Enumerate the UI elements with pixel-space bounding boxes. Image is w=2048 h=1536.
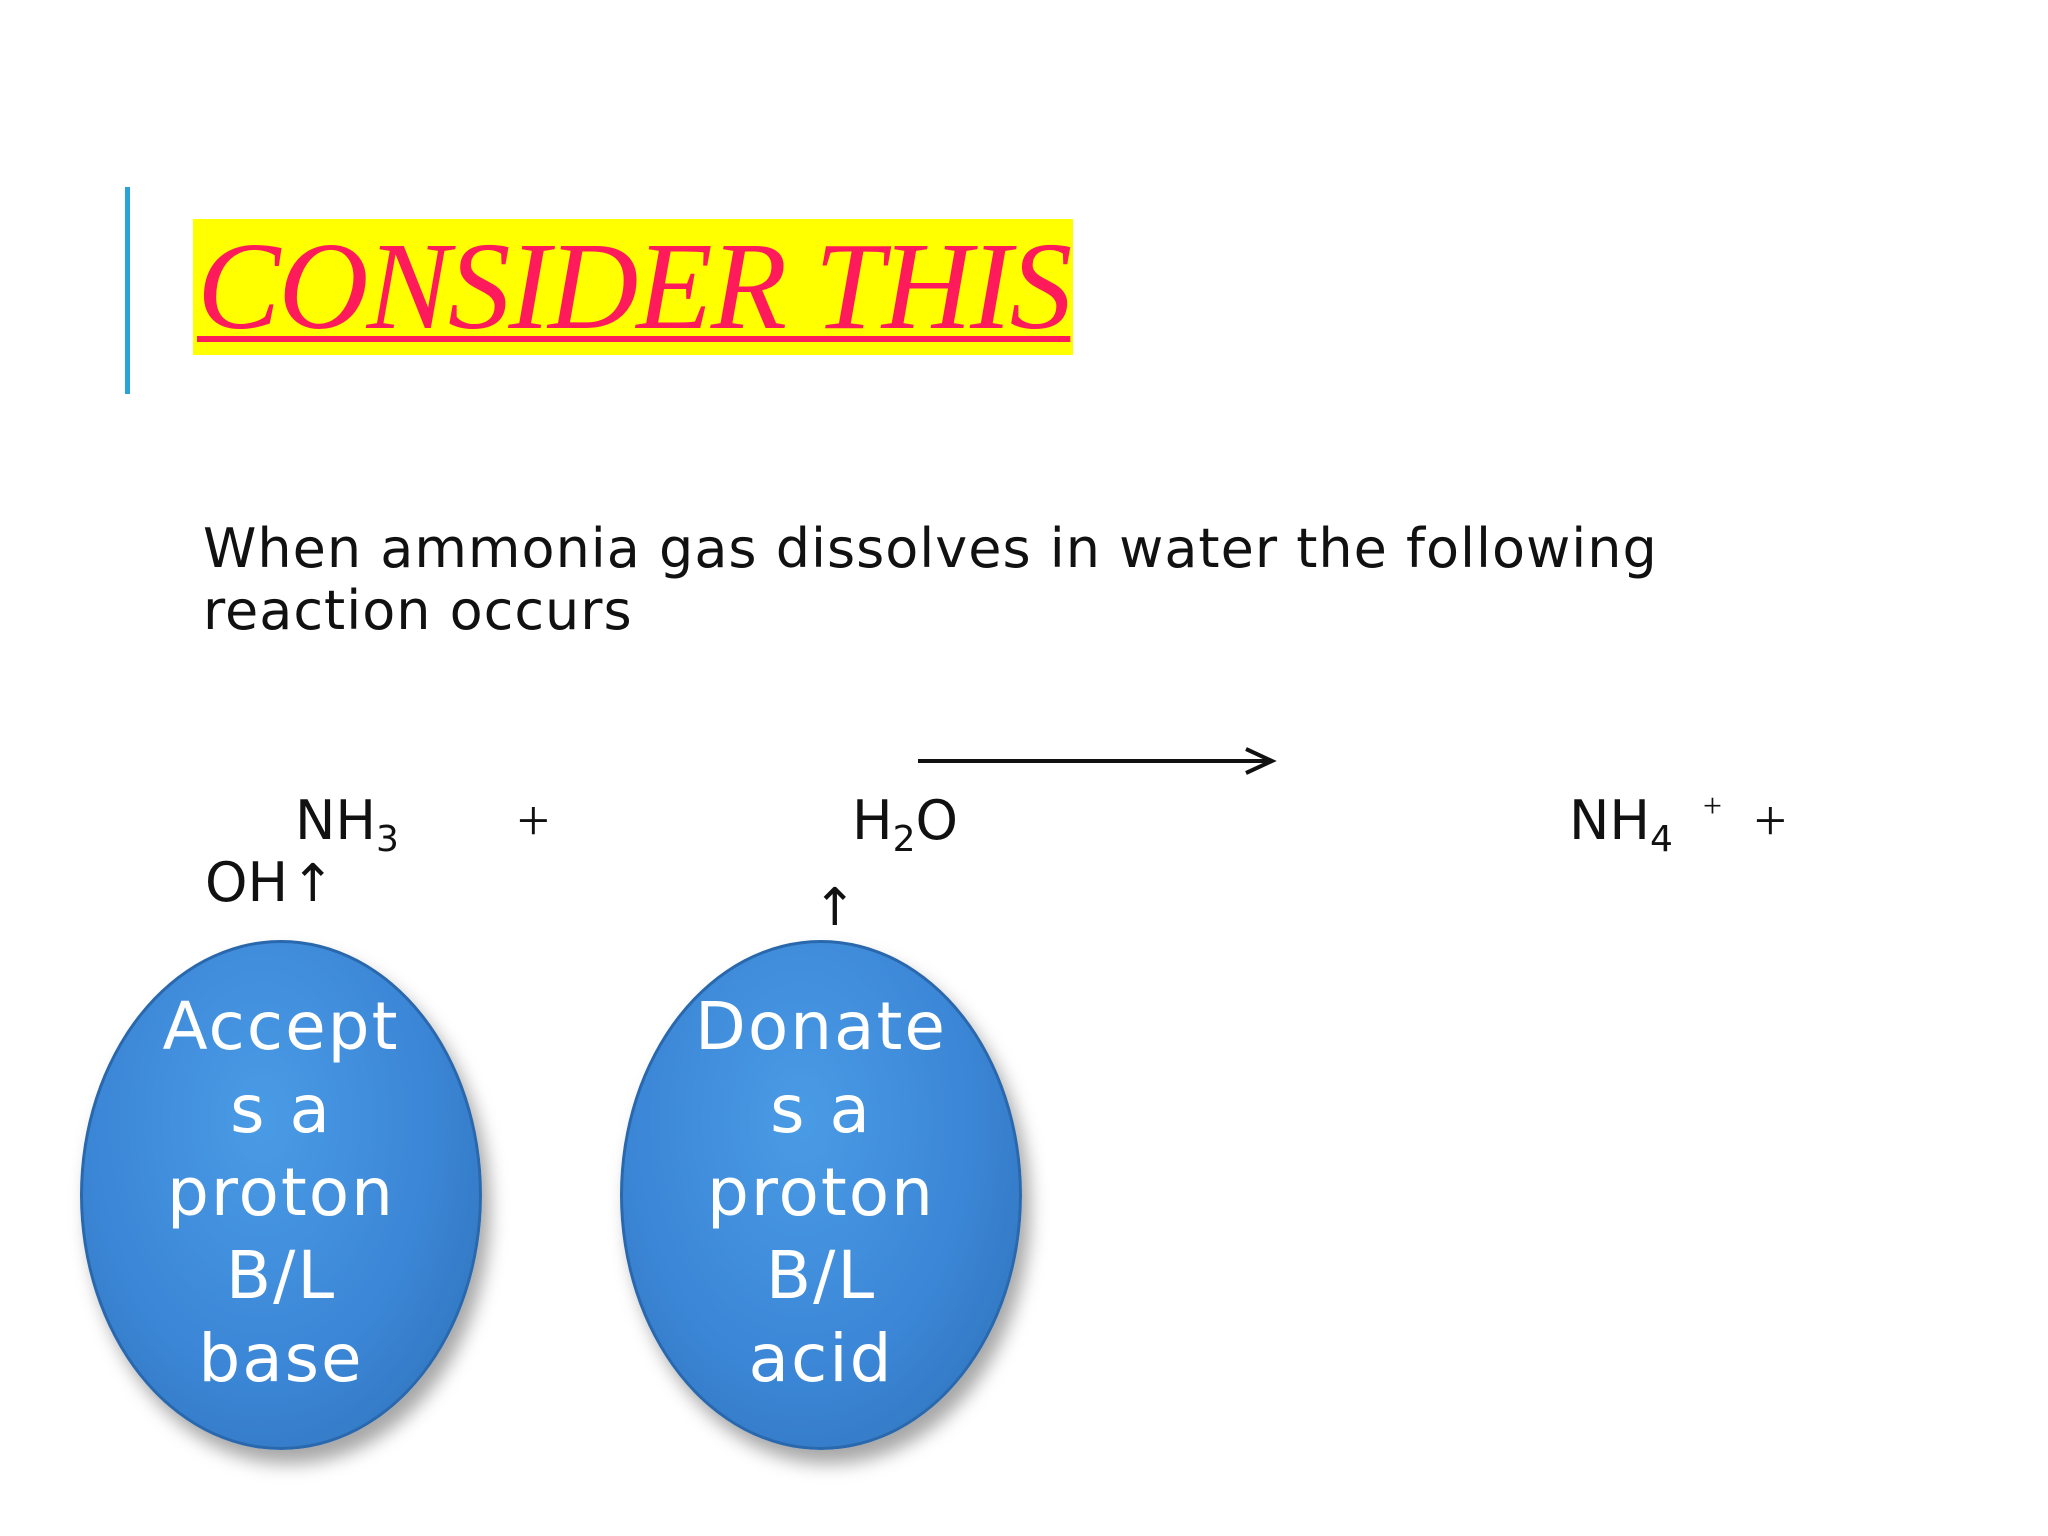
product-ammonium-base: NH — [1569, 789, 1650, 852]
slide-title: CONSIDER THIS — [193, 219, 1074, 355]
up-arrow-icon-base: ↑ — [291, 854, 335, 914]
reactant-ammonia-subscript: 3 — [376, 819, 399, 860]
accent-bar — [125, 187, 130, 394]
reactant-water-subscript: 2 — [892, 819, 916, 860]
product-hydroxide: OH — [205, 852, 288, 914]
plus-sign-2: + — [1754, 788, 1787, 853]
reaction-arrow-icon — [918, 747, 1277, 775]
base-bubble: Accept s a proton B/L base — [80, 940, 482, 1450]
product-ammonium: NH4 + — [1569, 788, 1723, 858]
plus-sign-1: + — [517, 788, 550, 853]
acid-bubble-line-2: s a — [770, 1071, 872, 1148]
product-ammonium-charge: + — [1702, 788, 1723, 825]
base-bubble-line-1: Accept — [162, 988, 400, 1065]
base-bubble-line-4: B/L — [225, 1237, 337, 1314]
acid-bubble-line-1: Donate — [695, 988, 947, 1065]
reactant-water-base-h: H — [852, 789, 893, 852]
product-ammonium-subscript: 4 — [1650, 819, 1673, 860]
reactant-water: H2O — [852, 789, 959, 858]
base-bubble-line-2: s a — [230, 1071, 332, 1148]
reactant-water-base-o: O — [915, 789, 959, 852]
reactant-ammonia-base: NH — [295, 789, 376, 852]
reactant-ammonia: NH3 — [295, 789, 399, 858]
acid-bubble-line-5: acid — [748, 1320, 894, 1397]
acid-bubble-line-4: B/L — [765, 1237, 877, 1314]
base-bubble-line-5: base — [198, 1320, 364, 1397]
product-hydroxide-label: OH — [205, 851, 289, 914]
acid-bubble: Donate s a proton B/L acid — [620, 940, 1022, 1450]
up-arrow-icon-acid: ↑ — [813, 878, 857, 938]
acid-bubble-line-3: proton — [706, 1154, 936, 1231]
intro-text: When ammonia gas dissolves in water the … — [203, 517, 1658, 642]
base-bubble-line-3: proton — [166, 1154, 396, 1231]
